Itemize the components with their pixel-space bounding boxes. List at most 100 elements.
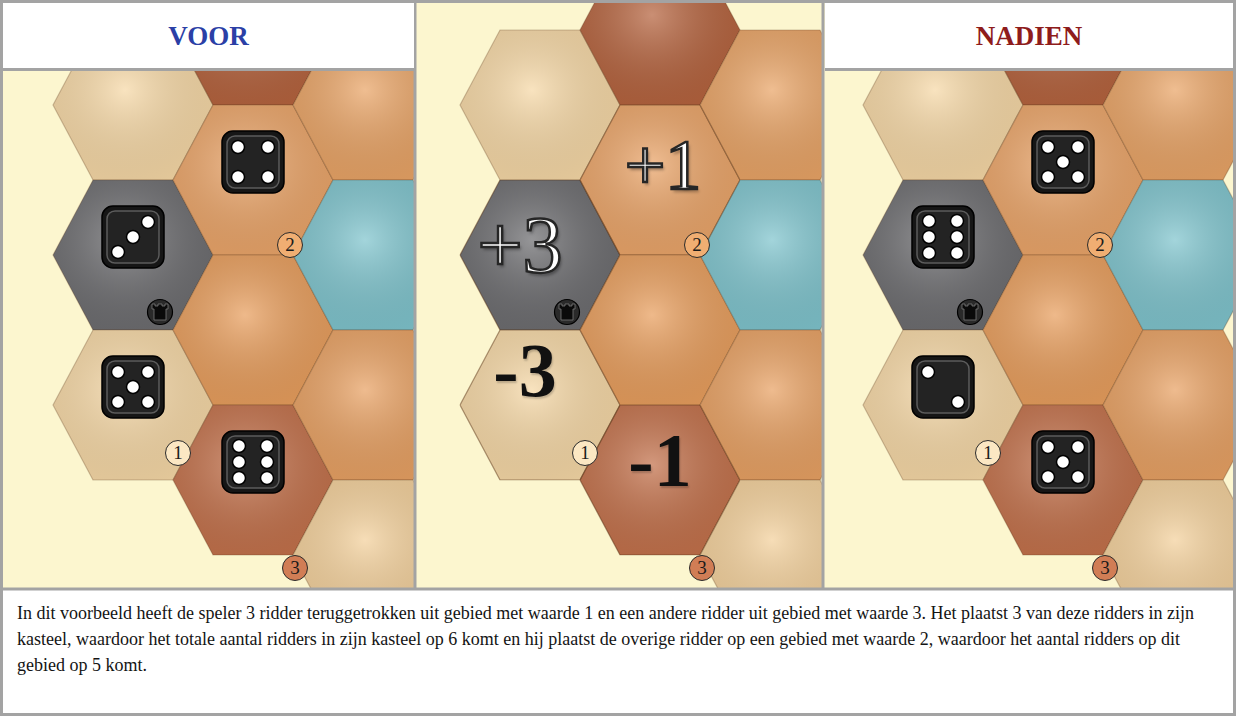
- terrain-shading: [293, 480, 415, 588]
- caption: In dit voorbeeld heeft de speler 3 ridde…: [3, 591, 1233, 687]
- die-face: [917, 361, 969, 413]
- die-pip: [112, 396, 125, 409]
- callout-circle: 3: [689, 555, 715, 581]
- panel-divider: [822, 0, 825, 588]
- value-hex: -1: [580, 405, 740, 555]
- die-pip: [261, 456, 274, 469]
- die-face: [227, 136, 279, 188]
- die-pip: [1057, 456, 1070, 469]
- die-pip: [951, 231, 964, 244]
- callout-number: 3: [283, 556, 307, 579]
- terrain-hex: [293, 480, 415, 588]
- terrain-shading: [1103, 180, 1236, 330]
- caption-box: In dit voorbeeld heeft de speler 3 ridde…: [3, 591, 1233, 713]
- die-body: [102, 206, 164, 268]
- castle-marker: [555, 300, 580, 325]
- die-pip: [922, 366, 935, 379]
- die-pip: [233, 472, 246, 485]
- callout-number: 2: [1088, 233, 1112, 256]
- example-panel: NADIEN: [825, 3, 1233, 587]
- die-face: [107, 211, 159, 263]
- die-pip: [142, 216, 155, 229]
- die-pip: [262, 171, 275, 184]
- terrain-shading: [293, 330, 415, 480]
- terrain-shading: [700, 180, 823, 330]
- value-hex: +1: [580, 105, 740, 255]
- terrain-shading: [700, 480, 823, 588]
- castle-tower: [962, 304, 978, 320]
- terrain-hex: [700, 30, 823, 180]
- terrain-hex: [700, 180, 823, 330]
- castle-tower: [559, 304, 575, 320]
- die-pip: [127, 381, 140, 394]
- die-pip: [127, 231, 140, 244]
- area-modifier: -3: [493, 332, 556, 408]
- hex-border: [460, 330, 620, 480]
- callout-number: 1: [976, 441, 1000, 464]
- die-pip: [261, 472, 274, 485]
- die-pip: [112, 246, 125, 259]
- terrain-shading: [700, 30, 823, 180]
- hex-map: [460, 0, 823, 588]
- callout-number: 1: [166, 441, 190, 464]
- die-pip: [951, 247, 964, 260]
- die-pip: [923, 231, 936, 244]
- callout-number: 3: [690, 556, 714, 579]
- die-pip: [112, 366, 125, 379]
- die-pip: [142, 366, 155, 379]
- area-modifier: +1: [625, 129, 702, 201]
- die-body: [1032, 431, 1094, 493]
- callout-number: 3: [1093, 556, 1117, 579]
- die: [1032, 431, 1094, 493]
- castle-disc: [555, 300, 580, 325]
- die-pip: [1042, 471, 1055, 484]
- die: [222, 131, 284, 193]
- callout-circle: 2: [277, 232, 303, 258]
- terrain-hex: [700, 480, 823, 588]
- area-modifier: -1: [628, 422, 691, 498]
- hex-border: [460, 180, 620, 330]
- die-pip: [923, 215, 936, 228]
- die-pip: [142, 396, 155, 409]
- callout-circle: 1: [165, 440, 191, 466]
- callout-circle: 2: [684, 232, 710, 258]
- terrain-shading: [700, 330, 823, 480]
- die-pip: [1072, 171, 1085, 184]
- die-face: [1037, 436, 1089, 488]
- die-pip: [1072, 441, 1085, 454]
- panel-heading: NADIEN: [825, 3, 1233, 71]
- die-pip: [951, 215, 964, 228]
- die-pip: [232, 171, 245, 184]
- castle-disc: [148, 300, 173, 325]
- die-body: [222, 131, 284, 193]
- die-pip: [1042, 141, 1055, 154]
- terrain-hex: [293, 180, 415, 330]
- die-pip: [232, 141, 245, 154]
- castle-marker: [958, 300, 983, 325]
- value-hex: +3: [460, 180, 620, 330]
- terrain-hex: [1103, 330, 1236, 480]
- callout-number: 2: [685, 233, 709, 256]
- die-face: [107, 361, 159, 413]
- die-pip: [233, 440, 246, 453]
- die-pip: [1042, 171, 1055, 184]
- die-face: [917, 211, 969, 263]
- panel-heading: VOOR: [3, 3, 414, 71]
- die-body: [1032, 131, 1094, 193]
- terrain-shading: [1103, 330, 1236, 480]
- callout-circle: 1: [975, 440, 1001, 466]
- die-pip: [261, 440, 274, 453]
- terrain-hex: [700, 330, 823, 480]
- panel-divider: [414, 0, 417, 588]
- die-pip: [262, 141, 275, 154]
- terrain-hex: [1103, 480, 1236, 588]
- hex-map: [863, 0, 1236, 588]
- die-body: [102, 356, 164, 418]
- hex-map: [53, 0, 415, 588]
- terrain-shading: [293, 180, 415, 330]
- area-modifier: +3: [477, 205, 562, 285]
- die-pip: [952, 396, 965, 409]
